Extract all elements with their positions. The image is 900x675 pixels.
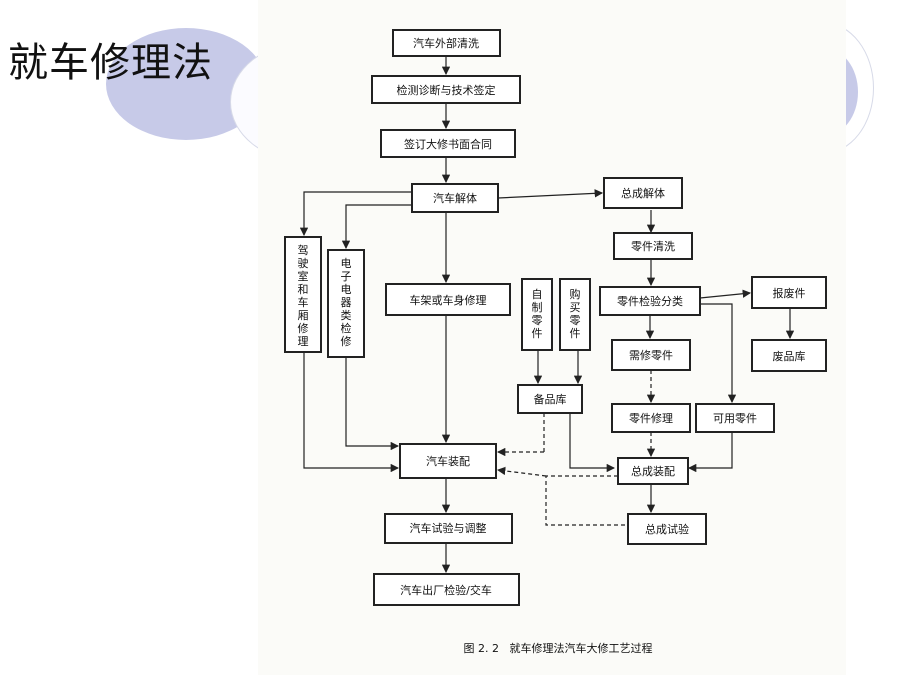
- svg-text:废品库: 废品库: [773, 349, 806, 363]
- node-self-made: 自制零件: [521, 278, 553, 351]
- svg-text:签订大修书面合同: 签订大修书面合同: [404, 137, 492, 151]
- svg-text:电子电器类检修: 电子电器类检修: [341, 257, 352, 348]
- node-purchased: 购买零件: [559, 278, 591, 351]
- svg-text:汽车装配: 汽车装配: [426, 454, 470, 468]
- node-assy-test: 总成试验: [627, 513, 707, 545]
- svg-text:驾驶室和车厢修理: 驾驶室和车厢修理: [298, 244, 309, 348]
- node-usable: 可用零件: [695, 403, 775, 433]
- svg-text:车架或车身修理: 车架或车身修理: [410, 293, 487, 307]
- node-cab-repair: 驾驶室和车厢修理: [284, 236, 322, 353]
- svg-text:汽车外部清洗: 汽车外部清洗: [413, 36, 479, 50]
- svg-text:需修零件: 需修零件: [629, 348, 673, 362]
- node-delivery: 汽车出厂检验/交车: [373, 573, 520, 606]
- svg-text:零件修理: 零件修理: [629, 411, 673, 425]
- node-disassemble: 汽车解体: [411, 183, 499, 213]
- node-scrap: 报废件: [751, 276, 827, 309]
- node-assy-assemble: 总成装配: [617, 457, 689, 485]
- node-wash: 汽车外部清洗: [392, 29, 501, 57]
- figure-caption: 图 2. 2 就车修理法汽车大修工艺过程: [464, 641, 653, 655]
- svg-text:总成试验: 总成试验: [645, 522, 689, 536]
- svg-text:汽车出厂检验/交车: 汽车出厂检验/交车: [400, 583, 492, 597]
- node-repair-needed: 需修零件: [611, 339, 691, 371]
- node-contract: 签订大修书面合同: [380, 129, 516, 158]
- svg-text:汽车解体: 汽车解体: [433, 191, 477, 205]
- connectors: [299, 57, 795, 574]
- svg-text:检测诊断与技术签定: 检测诊断与技术签定: [397, 83, 496, 97]
- svg-text:自制零件: 自制零件: [532, 288, 543, 340]
- svg-text:备品库: 备品库: [534, 392, 567, 406]
- svg-text:零件清洗: 零件清洗: [631, 240, 675, 253]
- node-spare-store: 备品库: [517, 384, 583, 414]
- node-vehicle-assemble: 汽车装配: [399, 443, 497, 479]
- svg-text:总成解体: 总成解体: [621, 186, 665, 200]
- svg-text:汽车试验与调整: 汽车试验与调整: [410, 521, 487, 535]
- node-scrap-store: 废品库: [751, 339, 827, 372]
- node-vehicle-test: 汽车试验与调整: [384, 513, 513, 544]
- svg-text:购买零件: 购买零件: [570, 287, 581, 340]
- node-parts-repair: 零件修理: [611, 403, 691, 433]
- node-parts-sort: 零件检验分类: [599, 286, 701, 316]
- node-frame-repair: 车架或车身修理: [385, 283, 511, 316]
- node-parts-clean: 零件清洗: [613, 232, 693, 260]
- svg-text:总成装配: 总成装配: [631, 464, 675, 478]
- svg-text:报废件: 报废件: [773, 286, 806, 300]
- node-assy-disassemble: 总成解体: [603, 177, 683, 209]
- node-inspect: 检测诊断与技术签定: [371, 75, 521, 104]
- svg-text:零件检验分类: 零件检验分类: [617, 294, 683, 308]
- node-elec-repair: 电子电器类检修: [327, 249, 365, 358]
- svg-text:可用零件: 可用零件: [713, 412, 757, 425]
- slide-title: 就车修理法: [8, 40, 213, 86]
